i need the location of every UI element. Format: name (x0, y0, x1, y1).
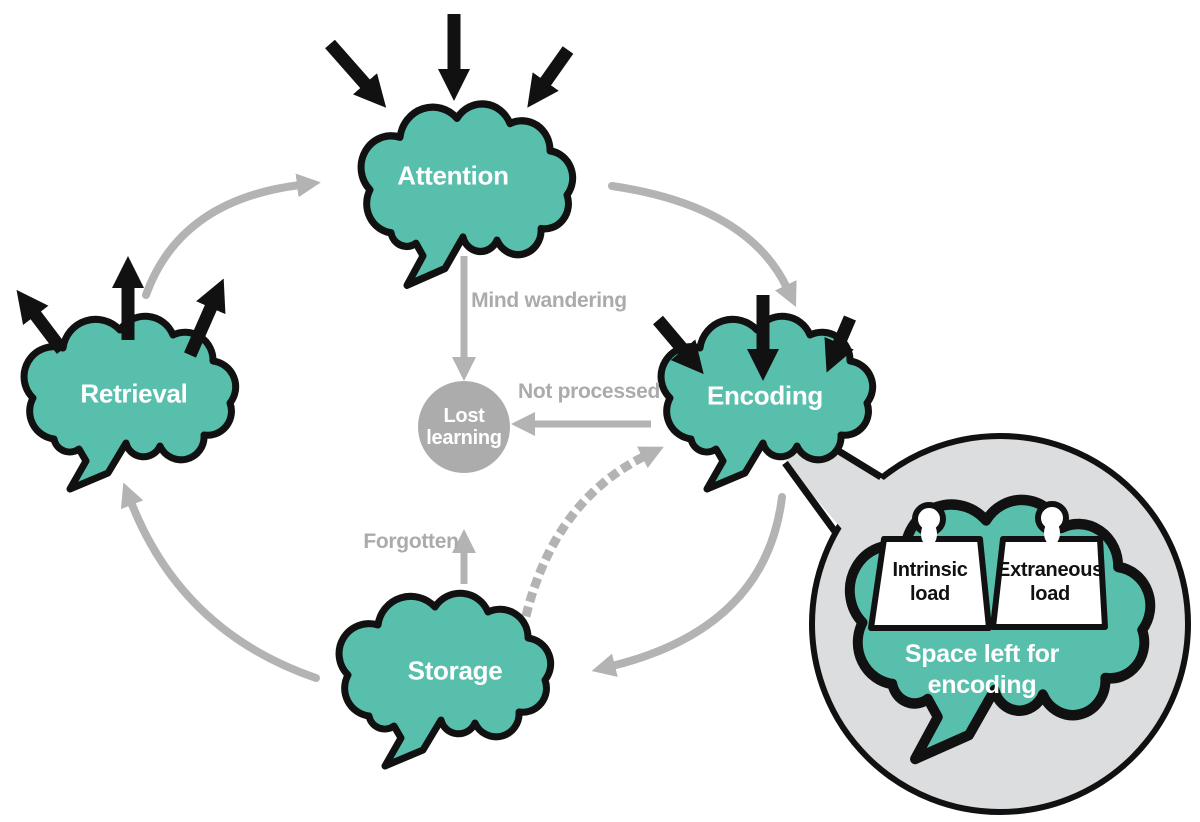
extraneous-ring-hook (1044, 521, 1060, 545)
encoding-input-arrows (653, 295, 856, 381)
attention-input-arrows (325, 14, 574, 108)
arrow-attention-to-encoding (608, 182, 797, 307)
arrow-encoding-to-storage (591, 493, 786, 677)
not-processed-label: Not processed (518, 380, 660, 404)
arrow-dotted-storage-to-encoding (521, 446, 664, 618)
lost-learning-arrows (452, 256, 651, 584)
retrieval-label: Retrieval (80, 378, 188, 409)
extraneous-load-weight (990, 536, 1108, 630)
cycle-arrows (120, 173, 797, 682)
cognitive-load-weights (868, 501, 1108, 631)
retrieval-output-arrows (16, 256, 226, 358)
lost-learning-node (418, 381, 510, 473)
intrinsic-load-weight (868, 536, 992, 631)
space-left-label: Space left for encoding (904, 639, 1060, 699)
encoding-label: Encoding (706, 380, 824, 411)
extraneous-load-label: Extraneous load (997, 559, 1103, 605)
lost-learning-label: Lost learning (426, 405, 502, 449)
arrow-storage-to-retrieval (120, 482, 320, 682)
intrinsic-ring-hook (921, 522, 937, 546)
forgotten-label: Forgotten (363, 530, 459, 554)
intrinsic-load-label: Intrinsic load (892, 559, 968, 605)
storage-label: Storage (407, 655, 503, 686)
arrow-retrieval-to-attention (142, 173, 321, 299)
attention-label: Attention (397, 160, 509, 191)
mind-wandering-label: Mind wandering (471, 289, 627, 313)
